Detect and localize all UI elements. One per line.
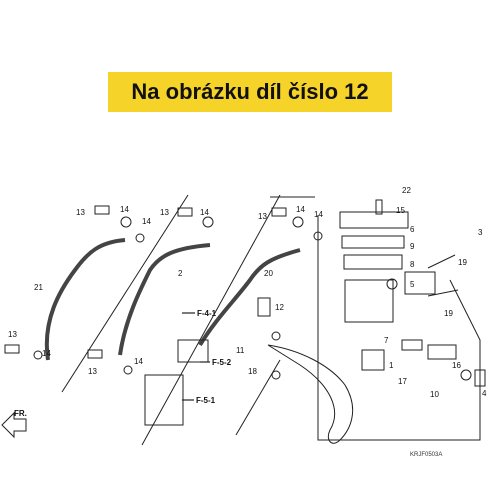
- washer-14a: [120, 216, 132, 228]
- banjo-bolt-13c: [271, 207, 287, 217]
- label-3: 3: [478, 228, 483, 237]
- label-14c: 14: [200, 208, 209, 217]
- nut-18: [271, 370, 281, 380]
- bolt-19a: [427, 254, 456, 269]
- label-14f: 14: [42, 349, 51, 358]
- label-22: 22: [402, 186, 411, 195]
- ref-f-4-1: F-4-1: [197, 309, 217, 318]
- lever-part-12: [257, 297, 271, 317]
- caliper-joint: [144, 374, 184, 426]
- right-bracket-box: [317, 215, 481, 441]
- ref-f-5-2: F-5-2: [212, 358, 232, 367]
- label-17: 17: [398, 377, 407, 386]
- label-19b: 19: [444, 309, 453, 318]
- banjo-bolt-13d: [4, 344, 20, 354]
- front-arrow-icon: [1, 411, 27, 439]
- brake-hose-20: [198, 248, 301, 347]
- label-16: 15: [396, 206, 405, 215]
- label-19a: 19: [458, 258, 467, 267]
- label-15: 16: [452, 361, 461, 370]
- boot-15: [460, 369, 472, 381]
- piston-spring: [401, 339, 423, 351]
- banjo-bolt-13e: [87, 349, 103, 359]
- drawing-code: KRJF0503A: [410, 452, 442, 458]
- diaphragm-plate-9: [341, 235, 405, 249]
- divider-line-2: [141, 194, 281, 446]
- switch-7: [361, 349, 385, 371]
- diaphragm-8: [343, 254, 403, 270]
- washer-14c: [292, 216, 304, 228]
- brake-lever-1: [267, 344, 354, 444]
- label-12: 12: [275, 303, 284, 312]
- label-13e: 13: [88, 367, 97, 376]
- washer-14e: [33, 350, 43, 360]
- label-13a: 13: [76, 208, 85, 217]
- label-10: 10: [430, 390, 439, 399]
- pivot-bolt-11: [271, 331, 281, 341]
- banjo-bolt-13a: [94, 205, 110, 215]
- label-20: 20: [264, 269, 273, 278]
- label-13d: 13: [8, 330, 17, 339]
- brake-hose-21: [44, 238, 126, 361]
- label-14b: 14: [142, 217, 151, 226]
- label-1: 1: [389, 361, 394, 370]
- divider-line-1: [61, 194, 189, 393]
- label-14g: 14: [134, 357, 143, 366]
- washer-14d: [135, 233, 145, 243]
- banjo-bolt-13b: [177, 207, 193, 217]
- label-4: 4: [482, 389, 487, 398]
- label-6: 6: [410, 225, 415, 234]
- label-18: 18: [248, 367, 257, 376]
- label-13b: 13: [160, 208, 169, 217]
- label-14e: 14: [314, 210, 323, 219]
- label-2: 2: [178, 269, 183, 278]
- label-21: 21: [34, 283, 43, 292]
- reservoir-cap-6: [339, 211, 409, 229]
- label-13c: 13: [258, 212, 267, 221]
- washer-14b: [202, 216, 214, 228]
- front-label: FR.: [14, 409, 27, 418]
- label-14d: 14: [296, 205, 305, 214]
- part-number-banner: Na obrázku díl číslo 12: [108, 72, 392, 112]
- master-cylinder-body: [344, 279, 394, 323]
- brake-hose-2: [118, 243, 211, 356]
- label-8: 8: [410, 260, 415, 269]
- screw-16: [375, 199, 383, 215]
- holder-bracket: [404, 271, 436, 295]
- three-way-joint: [177, 339, 209, 363]
- piston-set-10: [427, 344, 457, 360]
- label-11: 11: [236, 346, 245, 355]
- washer-14g: [313, 231, 323, 241]
- label-14a: 14: [120, 205, 129, 214]
- label-7: 7: [384, 336, 389, 345]
- washer-14f: [123, 365, 133, 375]
- ref-f-5-1: F-5-1: [196, 396, 216, 405]
- label-5: 5: [410, 280, 415, 289]
- window-5: [386, 278, 398, 290]
- push-rod-4: [474, 369, 486, 387]
- bolt-19b: [427, 289, 459, 297]
- label-9: 9: [410, 242, 415, 251]
- divider-line-3: [235, 359, 281, 436]
